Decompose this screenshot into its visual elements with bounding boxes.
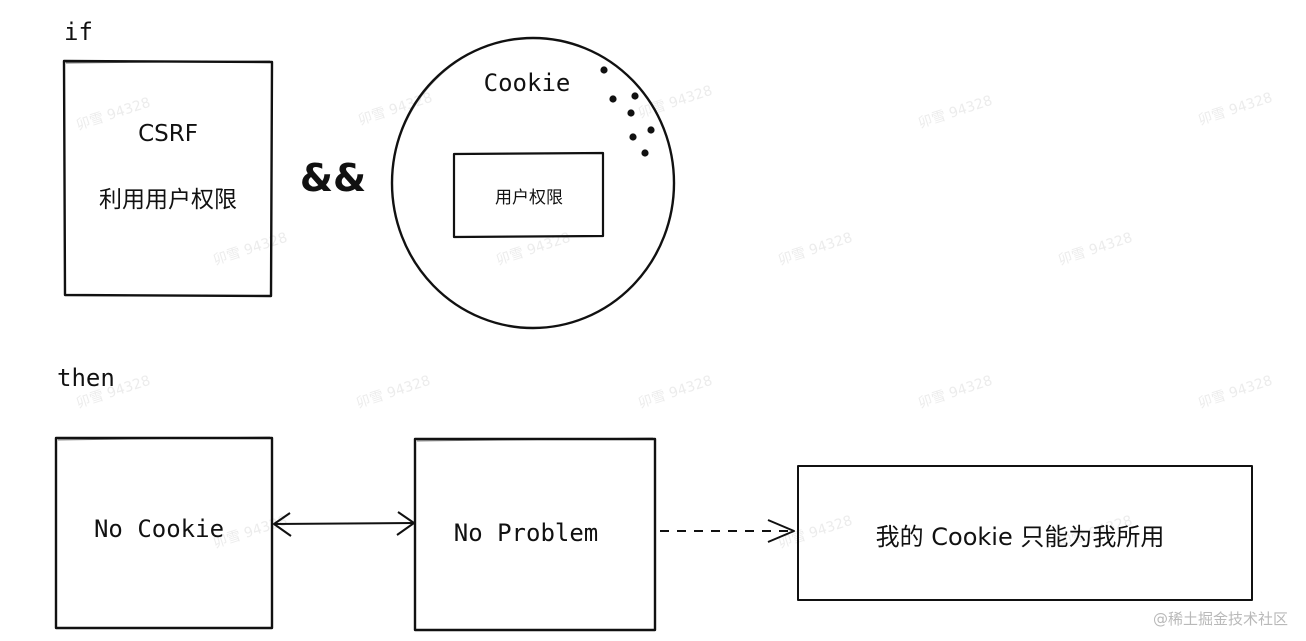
watermark-text: 卯雪 94328 — [916, 93, 994, 132]
watermark-text: 卯雪 94328 — [1056, 230, 1134, 269]
watermark-text: 卯雪 94328 — [1196, 90, 1274, 129]
dashed-arrow — [660, 519, 795, 543]
watermark-text: 卯雪 94328 — [354, 373, 432, 412]
watermark-text: 卯雪 94328 — [916, 373, 994, 412]
if-label: if — [64, 18, 93, 46]
then-label: then — [57, 364, 115, 392]
watermark-text: 卯雪 94328 — [636, 373, 714, 412]
cookie-title: Cookie — [484, 69, 571, 97]
watermark-layer: 卯雪 94328 卯雪 94328 卯雪 94328 卯雪 94328 卯雪 9… — [74, 83, 1274, 552]
no-cookie-label: No Cookie — [94, 515, 224, 543]
watermark-text: 卯雪 94328 — [1196, 373, 1274, 412]
bidirectional-arrow — [273, 511, 415, 537]
csrf-box: CSRF 利用用户权限 — [62, 59, 274, 298]
cookie-chip-dots — [600, 66, 655, 157]
no-problem-box: No Problem — [413, 437, 657, 632]
no-cookie-box: No Cookie — [54, 436, 274, 630]
cookie-circle: Cookie 用户权限 — [390, 36, 676, 330]
watermark-text: 卯雪 94328 — [211, 230, 289, 269]
no-problem-label: No Problem — [454, 519, 599, 547]
watermark-text: 卯雪 94328 — [776, 230, 854, 269]
csrf-title: CSRF — [138, 121, 198, 147]
my-cookie-label: 我的 Cookie 只能为我所用 — [876, 523, 1165, 551]
watermark-text: 卯雪 94328 — [636, 83, 714, 122]
source-watermark: @稀土掘金技术社区 — [1152, 610, 1288, 628]
and-operator: && — [300, 156, 366, 200]
my-cookie-box: 我的 Cookie 只能为我所用 — [797, 465, 1253, 601]
user-permission-label: 用户权限 — [495, 188, 563, 208]
watermark-text: 卯雪 94328 — [356, 90, 434, 129]
watermark-text: 卯雪 94328 — [776, 513, 854, 552]
csrf-subtitle: 利用用户权限 — [99, 187, 237, 213]
